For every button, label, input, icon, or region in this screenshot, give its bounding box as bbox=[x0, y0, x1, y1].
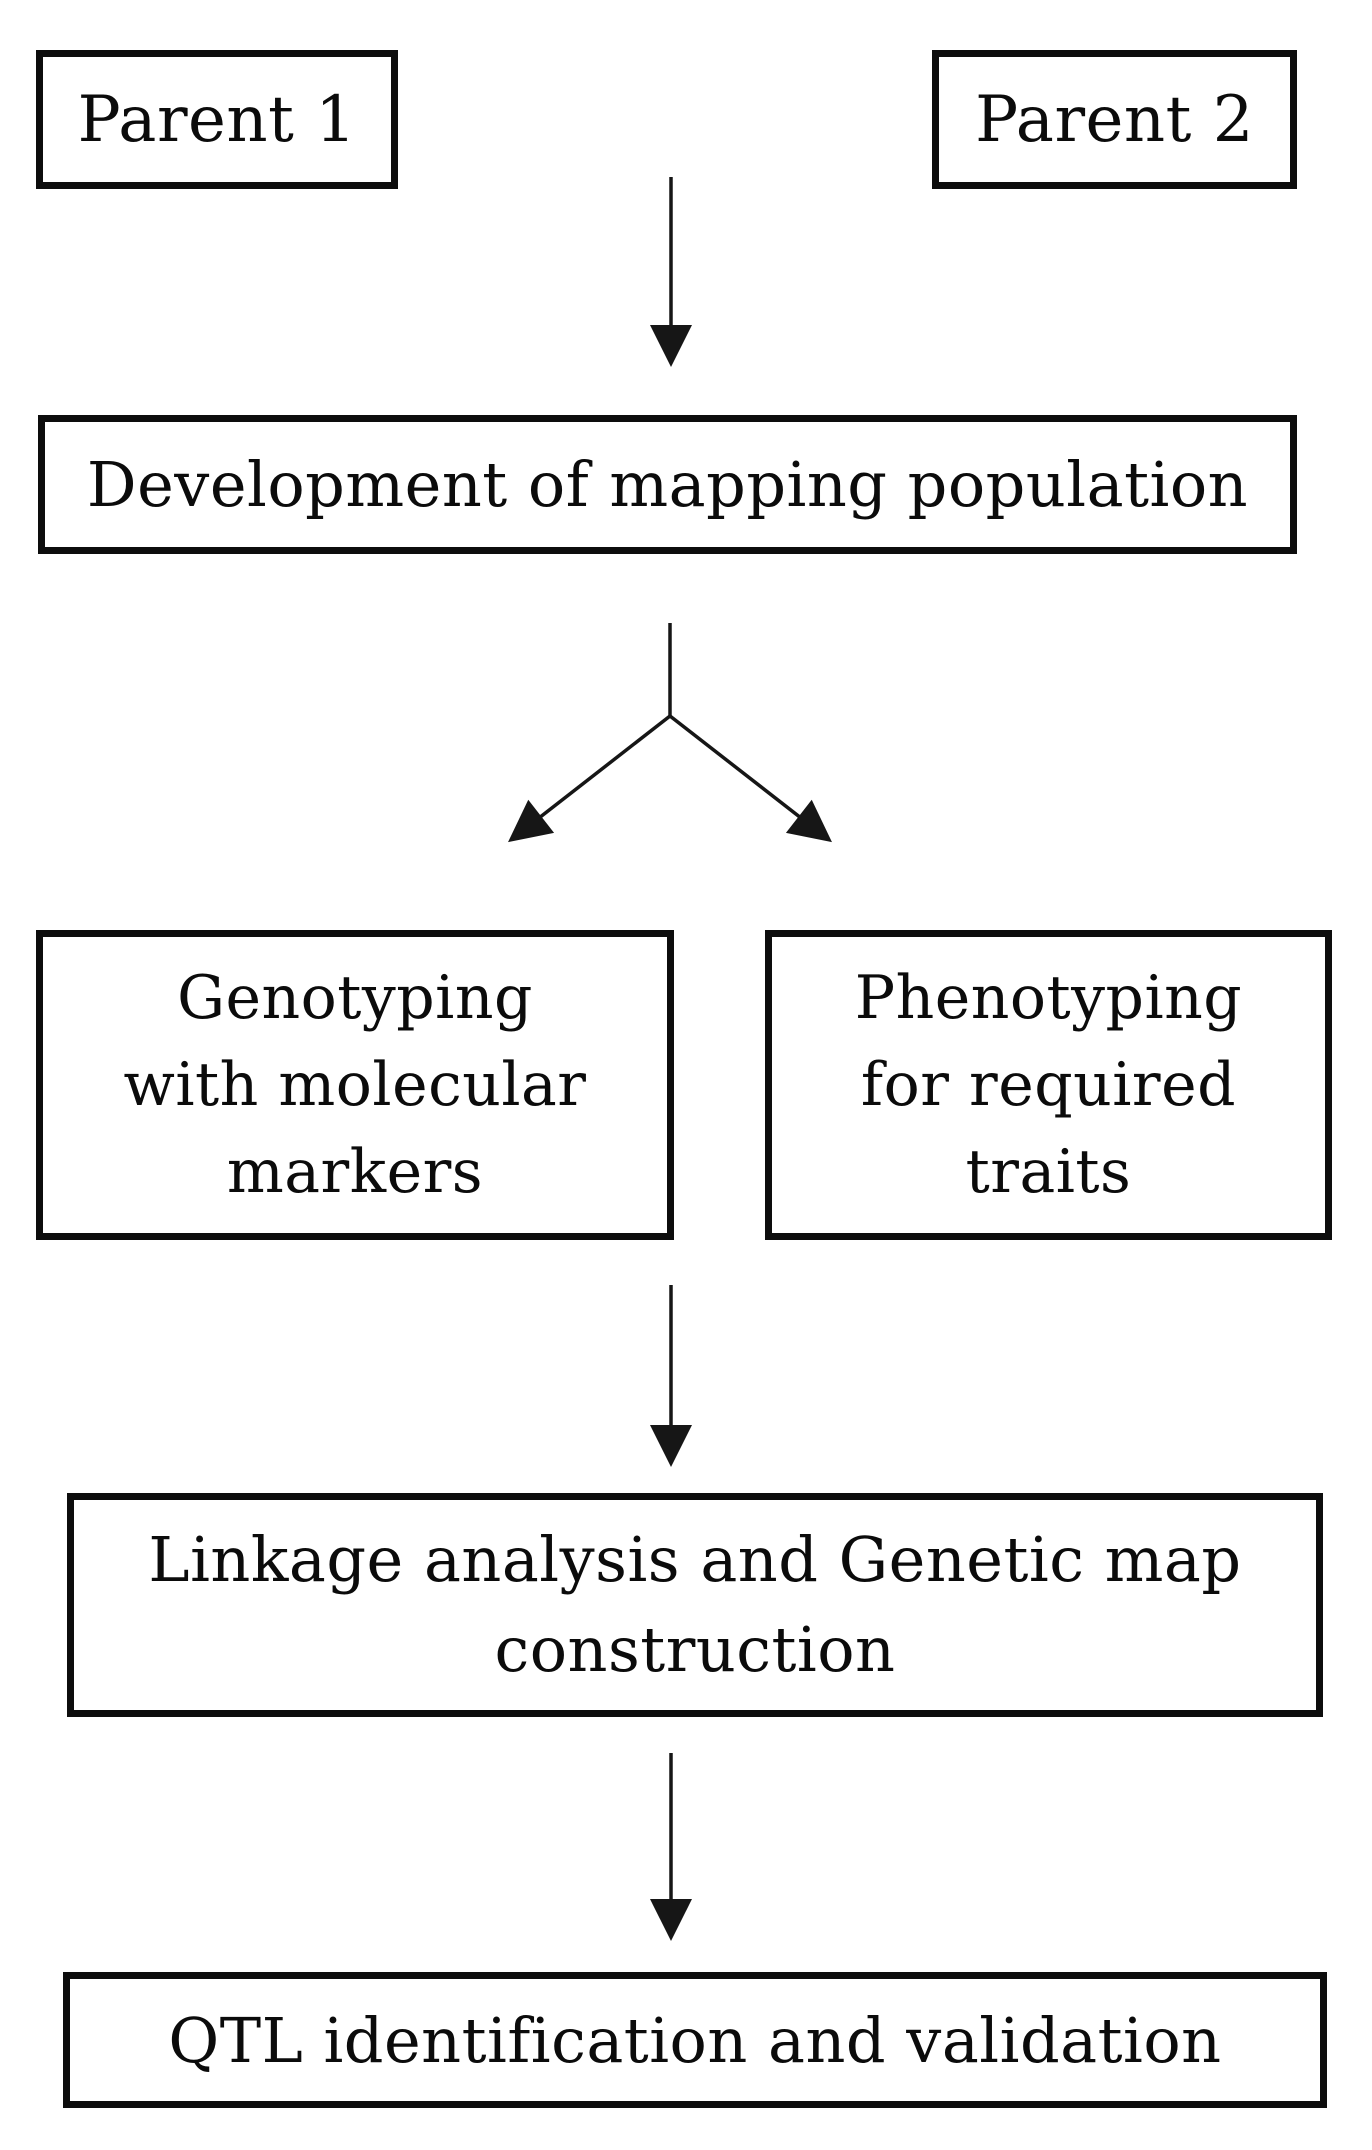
node-genotyping-with-molecular-markers: Genotyping with molecular markers bbox=[36, 930, 674, 1240]
fork-development-to-branches-icon bbox=[508, 623, 832, 843]
node-parent-1: Parent 1 bbox=[36, 50, 398, 189]
node-parent-2-label: Parent 2 bbox=[975, 82, 1254, 157]
node-phenotyping-label: Phenotyping for required traits bbox=[854, 962, 1243, 1207]
node-qtl-identification-validation: QTL identification and validation bbox=[63, 1972, 1327, 2108]
node-parent-2: Parent 2 bbox=[932, 50, 1297, 189]
node-phenotyping-for-required-traits: Phenotyping for required traits bbox=[765, 930, 1332, 1240]
node-genotyping-label: Genotyping with molecular markers bbox=[123, 962, 587, 1207]
node-development-label: Development of mapping population bbox=[86, 448, 1249, 521]
node-linkage-label: Linkage analysis and Genetic map constru… bbox=[148, 1523, 1242, 1686]
node-development-of-mapping-population: Development of mapping population bbox=[38, 415, 1297, 554]
node-qtl-label: QTL identification and validation bbox=[168, 2003, 1222, 2077]
node-parent-1-label: Parent 1 bbox=[77, 82, 357, 157]
node-linkage-analysis-genetic-map: Linkage analysis and Genetic map constru… bbox=[67, 1493, 1323, 1717]
